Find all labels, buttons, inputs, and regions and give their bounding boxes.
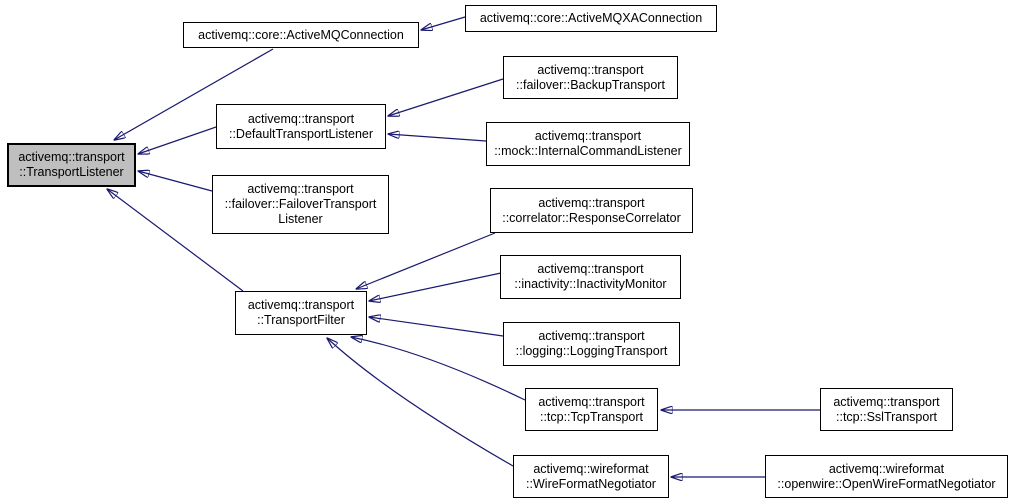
- node-label-line: ::TransportListener: [19, 165, 124, 179]
- node-label-line: ::correlator::ResponseCorrelator: [502, 210, 681, 225]
- node-transport-filter[interactable]: activemq::transport ::TransportFilter: [235, 291, 367, 335]
- node-label-line: activemq::core::ActiveMQXAConnection: [479, 11, 703, 25]
- node-label-line: activemq::transport: [833, 394, 940, 409]
- node-label-line: activemq::wireformat: [828, 461, 945, 476]
- node-label-line: ::inactivity::InactivityMonitor: [514, 277, 667, 291]
- node-internal-command-listener[interactable]: activemq::transport ::mock::InternalComm…: [486, 122, 690, 166]
- node-label-line: ::openwire::OpenWireFormatNegotiator: [777, 476, 996, 491]
- node-label-line: ::tcp::SslTransport: [836, 409, 937, 424]
- edge-wireformatnegotiator-to-transportfilter: [327, 338, 514, 467]
- edge-transportfilter-to-transportlistener: [107, 189, 244, 292]
- node-activemq-connection[interactable]: activemq::core::ActiveMQConnection: [183, 22, 419, 48]
- node-label-line: ::mock::InternalCommandListener: [494, 144, 682, 158]
- node-label-line: activemq::transport: [534, 129, 642, 143]
- node-inactivity-monitor[interactable]: activemq::transport ::inactivity::Inacti…: [500, 255, 681, 299]
- node-label-line: activemq::transport: [247, 182, 354, 196]
- node-response-correlator[interactable]: activemq::transport ::correlator::Respon…: [490, 188, 693, 233]
- node-label-line: ::tcp::TcpTransport: [539, 409, 644, 424]
- node-label-line: activemq::transport: [247, 111, 355, 126]
- node-default-transport-listener[interactable]: activemq::transport ::DefaultTransportLi…: [216, 104, 386, 149]
- edge-defaulttransportlistener-to-transportlistener: [138, 126, 217, 154]
- node-label-line: ::TransportFilter: [257, 313, 345, 327]
- edge-tcptransport-to-transportfilter: [351, 337, 526, 401]
- node-label-line: activemq::wireformat: [533, 461, 649, 476]
- node-label-line: activemq::transport: [18, 150, 125, 164]
- node-wireformat-negotiator[interactable]: activemq::wireformat ::WireFormatNegotia…: [513, 455, 669, 498]
- edge-loggingtransport-to-transportfilter: [369, 317, 504, 337]
- node-label-line: activemq::transport: [538, 195, 645, 210]
- node-openwire-format-negotiator[interactable]: activemq::wireformat ::openwire::OpenWir…: [765, 455, 1008, 498]
- node-tcp-transport[interactable]: activemq::transport ::tcp::TcpTransport: [525, 388, 658, 431]
- edge-backuptransport-to-defaulttransportlistener: [388, 78, 504, 116]
- edge-connection-to-transportlistener: [114, 48, 274, 140]
- node-label-line: ::DefaultTransportListener: [228, 126, 374, 141]
- node-backup-transport[interactable]: activemq::transport ::failover::BackupTr…: [503, 56, 678, 99]
- edge-failovertransportlistener-to-transportlistener: [138, 171, 213, 192]
- node-label-line: activemq::transport: [538, 394, 645, 409]
- node-transport-listener: activemq::transport ::TransportListener: [7, 143, 136, 187]
- edge-responsecorrelator-to-transportfilter: [356, 232, 496, 289]
- edge-inactivitymonitor-to-transportfilter: [369, 272, 502, 301]
- node-label-line: ::logging::LoggingTransport: [515, 344, 668, 358]
- node-label-line: activemq::core::ActiveMQConnection: [198, 27, 404, 42]
- node-label-line: Listener: [278, 212, 323, 226]
- node-label-line: ::failover::BackupTransport: [516, 77, 665, 92]
- node-logging-transport[interactable]: activemq::transport ::logging::LoggingTr…: [503, 322, 680, 366]
- node-label-line: ::failover::FailoverTransport: [224, 197, 377, 211]
- node-label-line: activemq::transport: [538, 329, 645, 343]
- node-label-line: activemq::transport: [537, 262, 644, 276]
- node-failover-transport-listener[interactable]: activemq::transport ::failover::Failover…: [212, 175, 389, 234]
- node-label-line: activemq::transport: [247, 298, 355, 312]
- edge-internalcommandlistener-to-defaulttransportlistener: [388, 134, 487, 142]
- node-ssl-transport[interactable]: activemq::transport ::tcp::SslTransport: [820, 388, 953, 431]
- node-activemq-xa-connection[interactable]: activemq::core::ActiveMQXAConnection: [465, 5, 717, 32]
- edge-xaconnection-to-connection: [421, 16, 466, 30]
- node-label-line: activemq::transport: [537, 62, 644, 77]
- node-label-line: ::WireFormatNegotiator: [526, 476, 656, 491]
